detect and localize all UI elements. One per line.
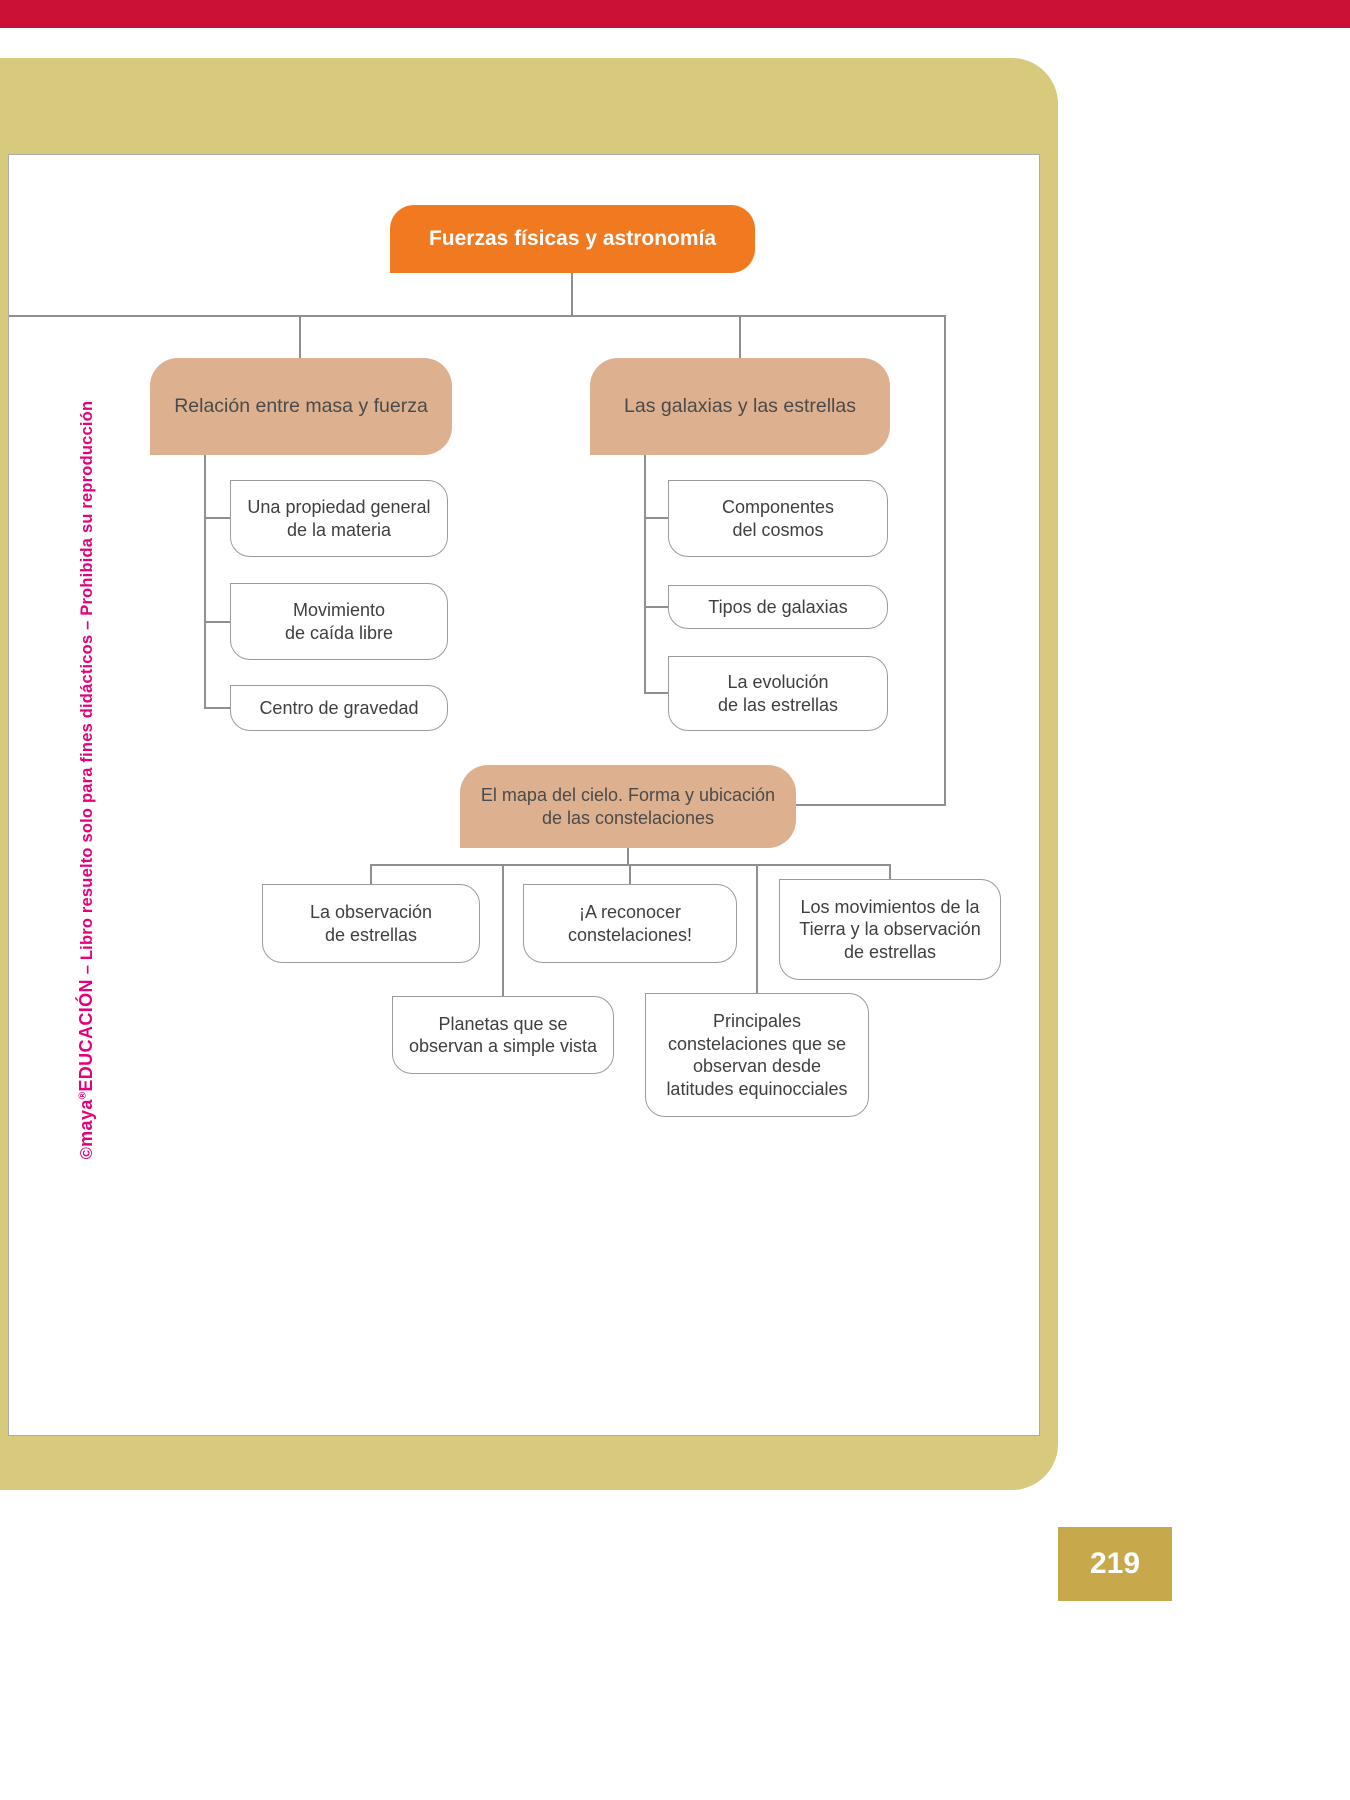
connector-line bbox=[204, 517, 230, 519]
watermark-brand-suffix: EDUCACIÓN bbox=[76, 979, 96, 1092]
connector-line bbox=[739, 315, 741, 358]
leaf-node-propiedad-materia: Una propiedad general de la materia bbox=[230, 480, 448, 557]
maya-logo: maya bbox=[76, 1099, 96, 1147]
leaf-node-principales-constelaciones: Principales constelaciones que se observ… bbox=[645, 993, 869, 1117]
registered-mark: ® bbox=[77, 1091, 89, 1100]
branch-node-relacion-masa-fuerza: Relación entre masa y fuerza bbox=[150, 358, 452, 455]
leaf-node-observacion-estrellas: La observación de estrellas bbox=[262, 884, 480, 963]
leaf-node-reconocer-constelaciones: ¡A reconocer constelaciones! bbox=[523, 884, 737, 963]
leaf-node-planetas-simple-vista: Planetas que se observan a simple vista bbox=[392, 996, 614, 1074]
connector-line bbox=[571, 273, 573, 315]
leaf-node-componentes-cosmos: Componentes del cosmos bbox=[668, 480, 888, 557]
root-node: Fuerzas físicas y astronomía bbox=[390, 205, 755, 273]
connector-line bbox=[502, 864, 504, 996]
page-number-box: 219 bbox=[1058, 1527, 1172, 1601]
connector-line bbox=[756, 864, 758, 993]
connector-line bbox=[204, 707, 230, 709]
watermark-copyright: © bbox=[78, 1146, 96, 1160]
leaf-node-movimientos-tierra: Los movimientos de la Tierra y la observ… bbox=[779, 879, 1001, 980]
connector-line bbox=[371, 864, 891, 866]
leaf-node-tipos-galaxias: Tipos de galaxias bbox=[668, 585, 888, 629]
connector-line bbox=[944, 315, 946, 806]
connector-line bbox=[889, 864, 891, 879]
page-number: 219 bbox=[1089, 1547, 1141, 1580]
watermark-text: – Libro resuelto solo para fines didácti… bbox=[78, 400, 96, 980]
branch-node-galaxias-estrellas: Las galaxias y las estrellas bbox=[590, 358, 890, 455]
connector-line bbox=[299, 315, 301, 358]
connector-line bbox=[644, 606, 668, 608]
connector-line bbox=[9, 315, 946, 317]
connector-line bbox=[204, 455, 206, 708]
leaf-node-evolucion-estrellas: La evolución de las estrellas bbox=[668, 656, 888, 731]
connector-line bbox=[370, 864, 372, 884]
leaf-node-centro-gravedad: Centro de gravedad bbox=[230, 685, 448, 731]
connector-line bbox=[644, 517, 668, 519]
connector-line bbox=[796, 804, 946, 806]
connector-line bbox=[204, 621, 230, 623]
connector-line bbox=[644, 692, 668, 694]
connector-line bbox=[629, 864, 631, 884]
top-accent-bar bbox=[0, 0, 1350, 28]
leaf-node-caida-libre: Movimiento de caída libre bbox=[230, 583, 448, 660]
connector-line bbox=[627, 848, 629, 866]
copyright-watermark: ©maya®EDUCACIÓN – Libro resuelto solo pa… bbox=[76, 400, 100, 1160]
branch-node-mapa-cielo: El mapa del cielo. Forma y ubicación de … bbox=[460, 765, 796, 848]
connector-line bbox=[644, 455, 646, 693]
